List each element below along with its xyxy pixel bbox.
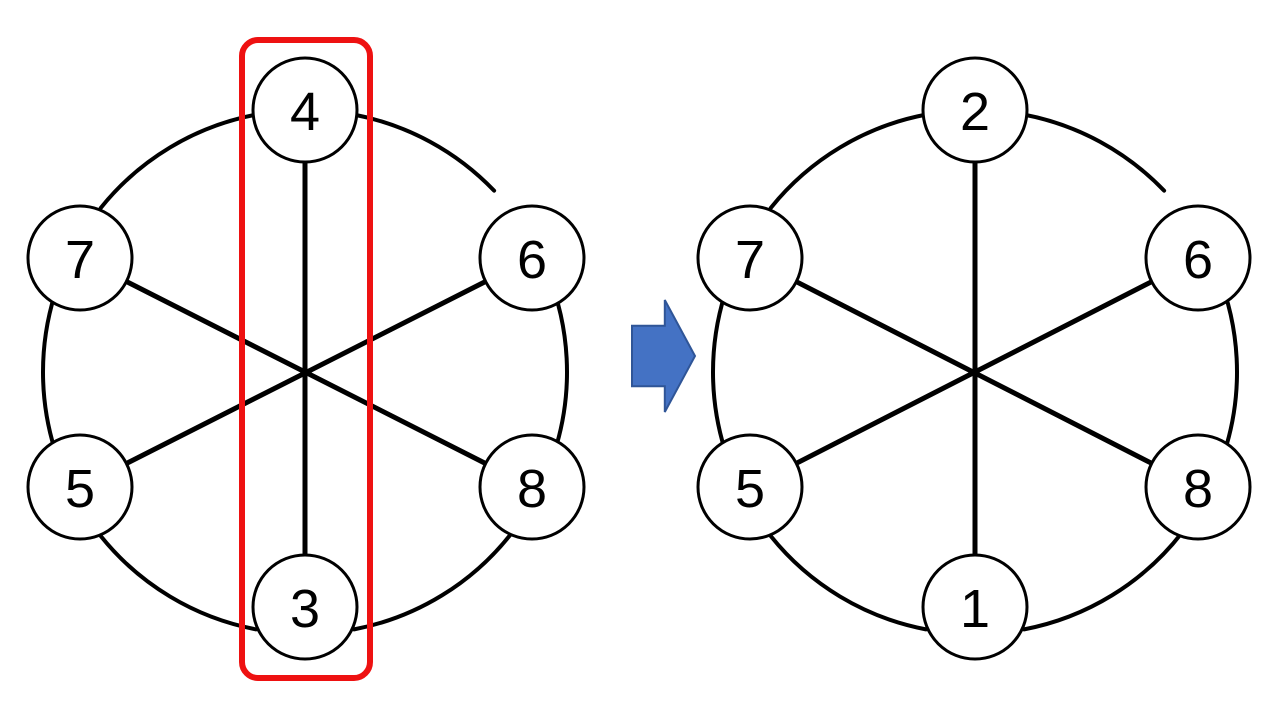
node-label: 8: [517, 459, 547, 519]
graph-node[interactable]: 3: [251, 553, 359, 661]
graph-node[interactable]: 5: [696, 433, 804, 541]
node-label: 2: [960, 82, 990, 142]
node-label: 6: [1183, 230, 1213, 290]
graph-node[interactable]: 1: [921, 553, 1029, 661]
node-circle: [251, 553, 359, 661]
node-label: 8: [1183, 459, 1213, 519]
graph-node[interactable]: 6: [478, 204, 586, 312]
selected-pair-highlight-box[interactable]: [239, 37, 373, 681]
ring-edge: [40, 292, 57, 452]
graph-node[interactable]: 2: [921, 56, 1029, 164]
node-circle: [696, 433, 804, 541]
node-label: 5: [65, 459, 95, 519]
ring-edge: [768, 534, 928, 632]
ring-edge: [98, 112, 258, 210]
node-circle: [1144, 204, 1252, 312]
ring-edge: [1022, 530, 1185, 632]
node-label: 1: [960, 579, 990, 639]
graph-node[interactable]: 4: [251, 56, 359, 164]
ring-edge: [1022, 112, 1167, 193]
graph-node[interactable]: 7: [26, 204, 134, 312]
node-circle: [478, 204, 586, 312]
diameter-edge: [794, 278, 1154, 467]
ring-edge: [352, 530, 515, 632]
ring-edge: [352, 112, 497, 193]
before-graph-nodes: 4 6 8 3 5 7: [26, 56, 586, 661]
graph-node[interactable]: 7: [696, 204, 804, 312]
node-circle: [921, 56, 1029, 164]
selected-pair-highlight[interactable]: [239, 37, 373, 681]
node-label: 7: [735, 230, 765, 290]
node-circle: [696, 204, 804, 312]
graph-node[interactable]: 6: [1144, 204, 1252, 312]
node-label: 4: [290, 82, 320, 142]
node-label: 5: [735, 459, 765, 519]
transform-arrow-shape: [631, 299, 697, 413]
graph-node[interactable]: 8: [1144, 433, 1252, 541]
node-circle: [1144, 433, 1252, 541]
graph-node[interactable]: 8: [478, 433, 586, 541]
node-circle: [478, 433, 586, 541]
ring-edge: [98, 534, 258, 632]
node-circle: [251, 56, 359, 164]
node-label: 6: [517, 230, 547, 290]
graph-node[interactable]: 5: [26, 433, 134, 541]
node-circle: [26, 433, 134, 541]
node-circle: [921, 553, 1029, 661]
ring-edge: [710, 292, 727, 452]
after-graph-nodes: 2 6 8 1 5 7: [696, 56, 1252, 661]
ring-edge: [768, 112, 928, 210]
node-circle: [26, 204, 134, 312]
node-label: 3: [290, 579, 320, 639]
transform-arrow: [631, 299, 697, 413]
after-graph: [710, 112, 1239, 632]
node-label: 7: [65, 230, 95, 290]
